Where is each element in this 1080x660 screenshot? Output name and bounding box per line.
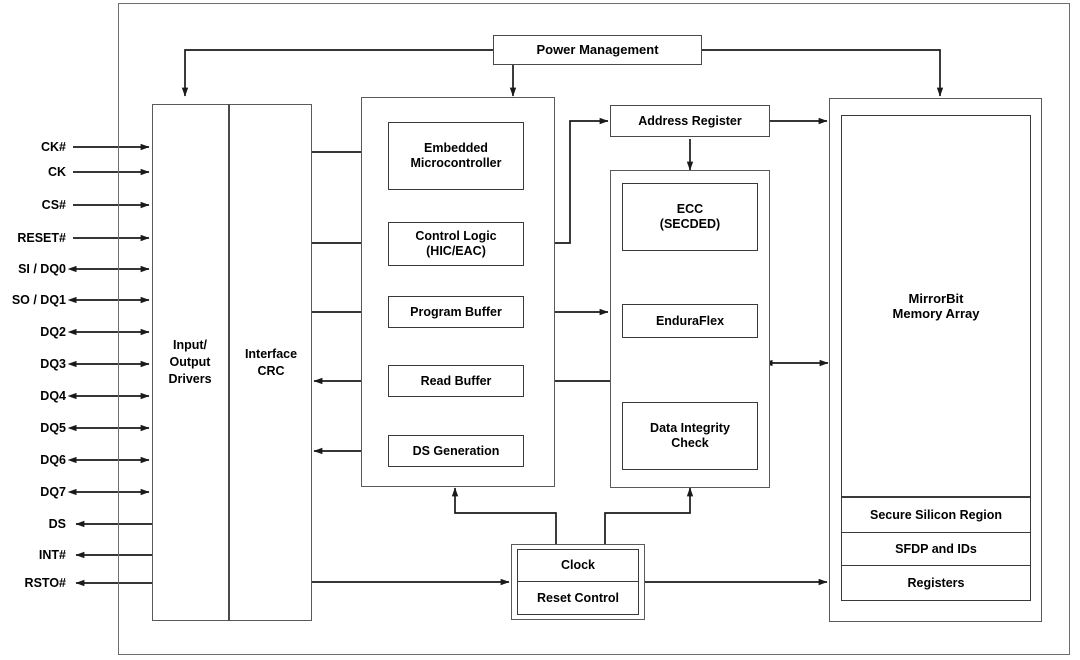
ecc-line-1: ECC: [676, 202, 704, 217]
signal-label-dq2: DQ2: [40, 325, 66, 339]
block-clock[interactable]: Clock: [517, 549, 639, 582]
mirrorbit-line-1: MirrorBit: [908, 290, 964, 306]
signal-label-ck-hash: CK#: [40, 140, 66, 154]
signal-label-ds: DS: [48, 517, 66, 531]
signal-label-int-hash: INT#: [38, 548, 66, 562]
mirrorbit-line-2: Memory Array: [892, 306, 980, 321]
control-logic-line-2: (HIC/EAC): [426, 244, 486, 258]
io-drivers-line-3: Drivers: [168, 371, 212, 386]
device-outline-frame: [118, 3, 1070, 655]
block-mirrorbit-memory-array[interactable]: MirrorBit Memory Array: [841, 115, 1031, 497]
interface-crc-line-1: Interface: [244, 346, 298, 361]
embedded-mcu-line-2: Microcontroller: [410, 156, 502, 170]
block-data-integrity-check[interactable]: Data Integrity Check: [622, 402, 758, 470]
signal-label-reset-hash: RESET#: [17, 231, 66, 245]
signal-label-dq4: DQ4: [40, 389, 66, 403]
block-interface-crc[interactable]: Interface CRC: [230, 104, 312, 621]
signal-label-cs-hash: CS#: [41, 198, 66, 212]
signal-label-rsto-hash: RSTO#: [24, 576, 66, 590]
block-sfdp-and-ids[interactable]: SFDP and IDs: [841, 532, 1031, 566]
block-enduraflex[interactable]: EnduraFlex: [622, 304, 758, 338]
data-integrity-line-1: Data Integrity: [650, 421, 730, 436]
io-crc-divider: [228, 104, 230, 621]
signal-label-dq6: DQ6: [40, 453, 66, 467]
signal-label-si-dq0: SI / DQ0: [18, 262, 66, 276]
signal-label-ck: CK: [47, 165, 66, 179]
signal-label-dq7: DQ7: [40, 485, 66, 499]
ecc-line-2: (SECDED): [659, 217, 721, 231]
block-io-drivers-group: [152, 104, 312, 621]
block-program-buffer[interactable]: Program Buffer: [388, 296, 524, 328]
block-reset-control[interactable]: Reset Control: [517, 581, 639, 615]
data-integrity-line-2: Check: [671, 436, 709, 450]
control-logic-line-1: Control Logic: [415, 229, 497, 244]
signal-label-so-dq1: SO / DQ1: [11, 293, 66, 307]
block-address-register[interactable]: Address Register: [610, 105, 770, 137]
block-embedded-microcontroller[interactable]: Embedded Microcontroller: [388, 122, 524, 190]
block-registers[interactable]: Registers: [841, 565, 1031, 601]
block-secure-silicon-region[interactable]: Secure Silicon Region: [841, 497, 1031, 533]
block-read-buffer[interactable]: Read Buffer: [388, 365, 524, 397]
block-io-drivers[interactable]: Input/ Output Drivers: [152, 104, 228, 621]
block-ecc-secded[interactable]: ECC (SECDED): [622, 183, 758, 251]
block-ds-generation[interactable]: DS Generation: [388, 435, 524, 467]
io-drivers-line-2: Output: [169, 355, 211, 370]
io-drivers-line-1: Input/: [172, 338, 207, 353]
block-control-logic[interactable]: Control Logic (HIC/EAC): [388, 222, 524, 266]
embedded-mcu-line-1: Embedded: [424, 141, 488, 156]
signal-label-dq3: DQ3: [40, 357, 66, 371]
block-power-management[interactable]: Power Management: [493, 35, 702, 65]
signal-label-dq5: DQ5: [40, 421, 66, 435]
interface-crc-line-2: CRC: [257, 363, 285, 378]
